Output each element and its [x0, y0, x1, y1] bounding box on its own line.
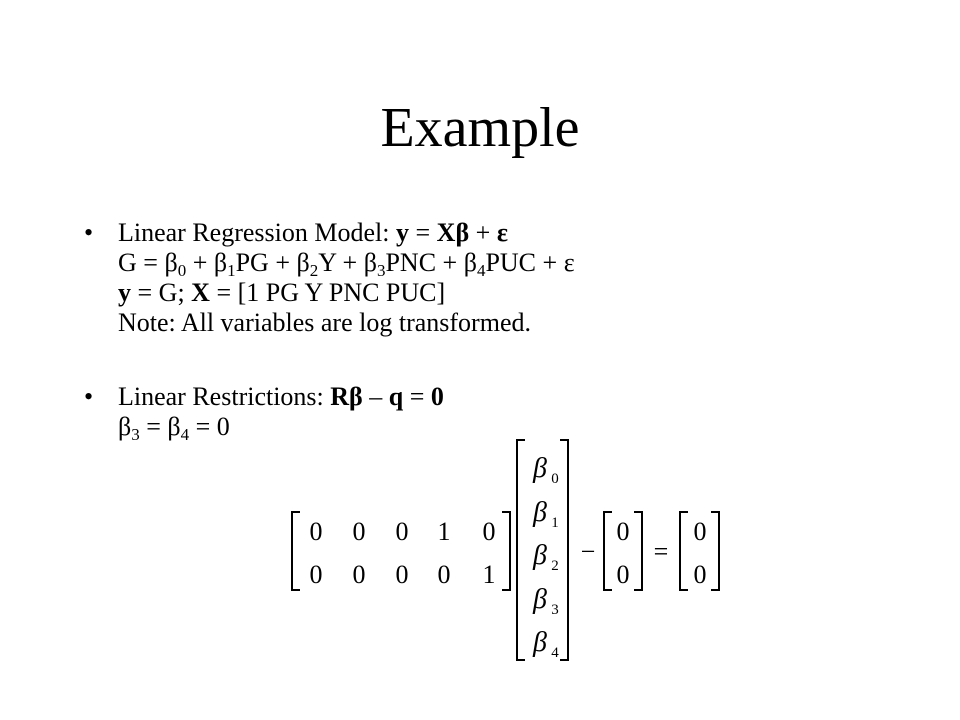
sub-3-r: 3	[131, 425, 140, 444]
g-equation-line: G = β0 + β1PG + β2Y + β3PNC + β4PUC + ε	[118, 248, 904, 280]
beta-vector-left-bracket	[516, 439, 525, 661]
beta-sub-2: 2	[551, 558, 559, 574]
pg-term: PG +	[235, 248, 297, 277]
x-bold: X	[191, 278, 210, 307]
beta-entry-1: β	[532, 497, 547, 528]
beta0: β	[164, 248, 178, 277]
beta-restriction-line: β3 = β4 = 0	[118, 412, 904, 444]
minus-sign: –	[362, 382, 389, 411]
matrix-minus-sign: −	[581, 537, 596, 566]
r-cell-1-2: 0	[396, 560, 409, 589]
y-bold: y	[118, 278, 131, 307]
beta-vector-right-bracket	[560, 439, 569, 661]
equals-sign: =	[403, 382, 431, 411]
bullet-dot: •	[84, 218, 94, 247]
bullet-dot: •	[84, 382, 94, 411]
beta-sub-3: 3	[551, 602, 559, 618]
beta3-r: β	[118, 412, 132, 441]
rhs-entry-0: 0	[694, 517, 707, 546]
q-vector-left-bracket	[603, 511, 612, 591]
x-beta: Xβ	[436, 218, 470, 247]
sub-0: 0	[177, 261, 187, 280]
beta-sub-0: 0	[551, 471, 559, 487]
sub-3: 3	[376, 261, 386, 280]
assign-g: = G;	[131, 278, 192, 307]
beta-entry-3: β	[532, 584, 547, 615]
eq-zero-r: = 0	[189, 412, 230, 441]
y-term: Y +	[318, 248, 364, 277]
q-vector-right-bracket	[634, 511, 643, 591]
g-term: G =	[118, 248, 165, 277]
r-cell-0-1: 0	[353, 517, 366, 546]
model-line: Linear Regression Model: y = Xβ + ε	[118, 218, 904, 248]
sub-1: 1	[227, 261, 236, 280]
plus-1: +	[186, 248, 214, 277]
eq-r: =	[139, 412, 168, 441]
r-cell-0-3: 1	[438, 517, 451, 546]
sub-4-r: 4	[180, 425, 190, 444]
beta4-r: β	[167, 412, 181, 441]
rhs-vector-left-bracket	[679, 511, 688, 591]
restriction-line: Linear Restrictions: Rβ – q = 0	[118, 382, 904, 412]
rhs-vector-right-bracket	[711, 511, 720, 591]
restriction-label: Linear Restrictions:	[118, 382, 331, 411]
beta-entry-0: β	[532, 453, 547, 484]
puc-term: PUC +	[485, 248, 564, 277]
r-matrix-left-bracket	[291, 511, 300, 591]
bullet-linear-restrictions: • Linear Restrictions: Rβ – q = 0 β3 = β…	[84, 382, 904, 444]
beta2: β	[296, 248, 310, 277]
r-matrix-right-bracket	[502, 511, 511, 591]
epsilon-term: ε	[563, 248, 575, 277]
epsilon: ε	[496, 218, 508, 247]
bullet-regression-model: • Linear Regression Model: y = Xβ + ε G …	[84, 218, 904, 338]
slide-title: Example	[380, 97, 580, 159]
model-label: Linear Regression Model:	[118, 218, 396, 247]
rhs-entry-1: 0	[694, 560, 707, 589]
beta-sub-1: 1	[551, 515, 559, 531]
assign-line: y = G; X = [1 PG Y PNC PUC]	[118, 278, 904, 308]
q-entry-0: 0	[617, 517, 630, 546]
r-cell-0-2: 0	[396, 517, 409, 546]
r-cell-0-0: 0	[310, 517, 323, 546]
q-entry-1: 0	[617, 560, 630, 589]
sub-4: 4	[476, 261, 486, 280]
q-vector: q	[388, 382, 404, 411]
beta1: β	[213, 248, 228, 277]
beta-sub-4: 4	[551, 645, 559, 661]
matrix-equals-sign: =	[654, 537, 669, 566]
equals-sign: =	[409, 218, 437, 247]
zero-vector: 0	[430, 382, 444, 411]
r-cell-1-4: 1	[483, 560, 496, 589]
x-definition: = [1 PG Y PNC PUC]	[209, 278, 446, 307]
r-cell-0-4: 0	[483, 517, 496, 546]
beta-entry-4: β	[532, 627, 547, 658]
beta3: β	[363, 248, 377, 277]
note-line: Note: All variables are log transformed.	[118, 308, 531, 337]
y-vector: y	[396, 218, 409, 247]
r-beta: Rβ	[330, 382, 363, 411]
sub-2: 2	[309, 261, 319, 280]
plus-sign: +	[469, 218, 497, 247]
r-cell-1-1: 0	[353, 560, 366, 589]
beta4: β	[463, 248, 477, 277]
r-cell-1-3: 0	[438, 560, 451, 589]
r-cell-1-0: 0	[310, 560, 323, 589]
beta-entry-2: β	[532, 540, 547, 571]
pnc-term: PNC +	[385, 248, 464, 277]
